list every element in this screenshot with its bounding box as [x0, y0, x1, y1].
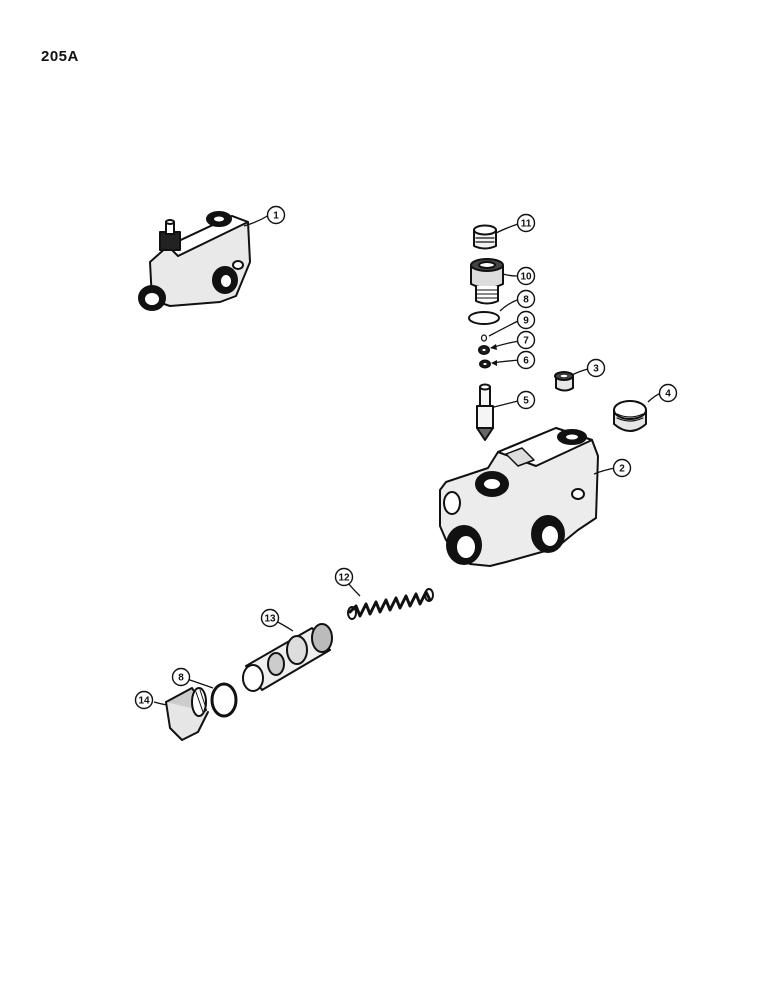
callout-label: 1 [273, 211, 279, 222]
callout-circle [334, 567, 354, 587]
callout-circle [612, 458, 632, 478]
callout-label: 2 [619, 464, 625, 475]
callout-label: 4 [665, 389, 671, 400]
callout-label: 5 [523, 396, 529, 407]
callout-circle [134, 690, 154, 710]
callout-label: 8 [523, 295, 529, 306]
callout-10: 10 [516, 266, 536, 286]
callout-circle [516, 350, 536, 370]
callout-13: 13 [260, 608, 280, 628]
callout-5: 5 [516, 390, 536, 410]
callout-8a: 8 [516, 289, 536, 309]
callout-circle [171, 667, 191, 687]
callout-2: 2 [612, 458, 632, 478]
hex-plug-part [165, 687, 209, 741]
callout-label: 14 [138, 696, 150, 707]
callout-circle [586, 358, 606, 378]
small-plug-part [554, 371, 574, 392]
callout-label: 7 [523, 336, 529, 347]
o-ring-lower-part [210, 682, 238, 718]
callout-label: 11 [521, 219, 532, 230]
callout-label: 8 [178, 673, 184, 684]
callout-1: 1 [266, 205, 286, 225]
large-plug-part [613, 400, 647, 432]
callout-circle [516, 390, 536, 410]
callout-3: 3 [586, 358, 606, 378]
callout-circle [516, 310, 536, 330]
callout-circle [266, 205, 286, 225]
cap-part [473, 224, 497, 250]
callout-8b: 8 [171, 667, 191, 687]
callout-4: 4 [658, 383, 678, 403]
poppet-part [476, 383, 494, 441]
callout-circle [658, 383, 678, 403]
callout-label: 3 [593, 364, 599, 375]
ball-part [480, 334, 488, 342]
callout-label: 6 [523, 356, 529, 367]
washer-part [479, 359, 491, 369]
callout-label: 12 [338, 573, 350, 584]
callout-7: 7 [516, 330, 536, 350]
o-ring-upper-part [468, 311, 500, 325]
callout-circle [260, 608, 280, 628]
valve-body-part [439, 427, 599, 567]
callout-6: 6 [516, 350, 536, 370]
callout-9: 9 [516, 310, 536, 330]
callout-circle [516, 266, 536, 286]
callout-circle [516, 289, 536, 309]
assembled-valve-part [138, 211, 251, 311]
fitting-part [470, 258, 504, 305]
leader-arrowheads [490, 344, 497, 366]
callout-circle [516, 330, 536, 350]
callout-11: 11 [516, 213, 536, 233]
callout-12: 12 [334, 567, 354, 587]
callout-14: 14 [134, 690, 154, 710]
callout-label: 10 [520, 272, 532, 283]
spool-part [242, 623, 333, 692]
spring-part [347, 588, 434, 620]
page-number: 205A [41, 48, 79, 65]
callout-label: 13 [264, 614, 276, 625]
callout-label: 9 [523, 316, 529, 327]
callout-circle [516, 213, 536, 233]
seat-part [478, 345, 490, 355]
